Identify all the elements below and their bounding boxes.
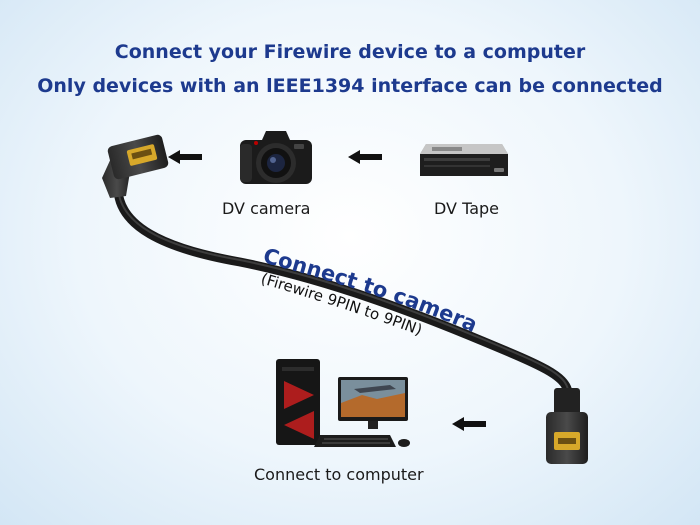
headline-line-2: Only devices with an lEEE1394 interface … (37, 75, 663, 97)
headline-line-1: Connect your Firewire device to a comput… (114, 41, 586, 63)
desktop-computer-icon (276, 359, 410, 447)
arrow-left-icon (348, 150, 382, 164)
dslr-camera-icon (240, 131, 312, 184)
cable-wire (113, 185, 573, 397)
dv-camera-label: DV camera (222, 199, 311, 218)
firewire-plug-icon (546, 388, 588, 464)
computer-label: Connect to computer (254, 465, 424, 484)
arrow-left-icon (168, 150, 202, 164)
firewire-plug-icon (102, 134, 169, 198)
dv-tape-drive-icon (420, 144, 508, 176)
dv-tape-label: DV Tape (434, 199, 499, 218)
arrow-left-icon (452, 417, 486, 431)
